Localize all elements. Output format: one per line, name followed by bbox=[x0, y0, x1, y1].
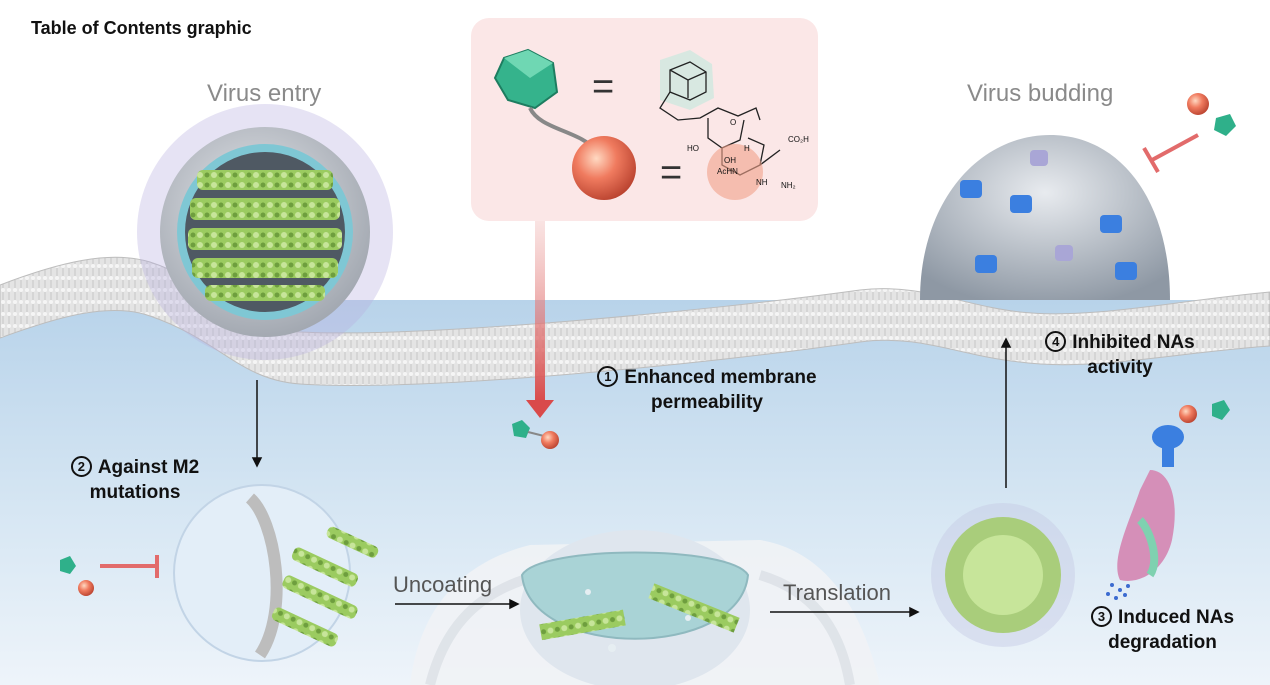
step-text: Enhanced membrane permeability bbox=[624, 367, 817, 413]
chem-nh2: NH₂ bbox=[781, 181, 796, 190]
equals-sign-2: = bbox=[660, 152, 683, 194]
inhibition-icon-left bbox=[60, 555, 159, 596]
equals-sign-1: = bbox=[592, 66, 615, 108]
endosome-icon bbox=[520, 530, 750, 685]
chem-o: O bbox=[730, 118, 737, 127]
drug-legend-panel bbox=[471, 18, 818, 221]
drug-conjugate-icon bbox=[512, 420, 559, 449]
label-virus-entry: Virus entry bbox=[207, 80, 322, 107]
vesicle-icon bbox=[173, 484, 379, 662]
step-text: Induced NAs degradation bbox=[1108, 607, 1235, 653]
progeny-virion-icon bbox=[931, 503, 1075, 647]
chem-ho: HO bbox=[687, 144, 699, 153]
page-title: Table of Contents graphic bbox=[31, 18, 252, 38]
drug-sphere-icon bbox=[572, 136, 636, 200]
label-virus-budding: Virus budding bbox=[967, 80, 1114, 107]
chem-nh: NH bbox=[756, 178, 768, 187]
chem-h: H bbox=[744, 144, 750, 153]
step-text: Against M2 mutations bbox=[89, 457, 200, 503]
cell-membrane-icon bbox=[0, 256, 1270, 386]
inhibition-icon-top bbox=[1142, 93, 1236, 174]
permeability-arrow bbox=[526, 180, 554, 418]
label-uncoating: Uncoating bbox=[393, 572, 493, 597]
label-translation: Translation bbox=[783, 580, 892, 605]
step-text: Inhibited NAs activity bbox=[1072, 332, 1195, 378]
chem-co2h: CO₂H bbox=[788, 135, 809, 144]
flow-arrows bbox=[251, 337, 1012, 618]
step-marker: 2 bbox=[70, 456, 92, 477]
virion-icon bbox=[137, 104, 393, 360]
protein-degradation-icon bbox=[1106, 400, 1230, 600]
budding-virion-icon bbox=[920, 135, 1170, 300]
step-marker: 3 bbox=[1090, 606, 1112, 627]
chem-achn: AcHN bbox=[717, 167, 738, 176]
chem-oh: OH bbox=[724, 156, 736, 165]
step-marker: 4 bbox=[1045, 331, 1067, 352]
step-marker: 1 bbox=[597, 366, 619, 387]
